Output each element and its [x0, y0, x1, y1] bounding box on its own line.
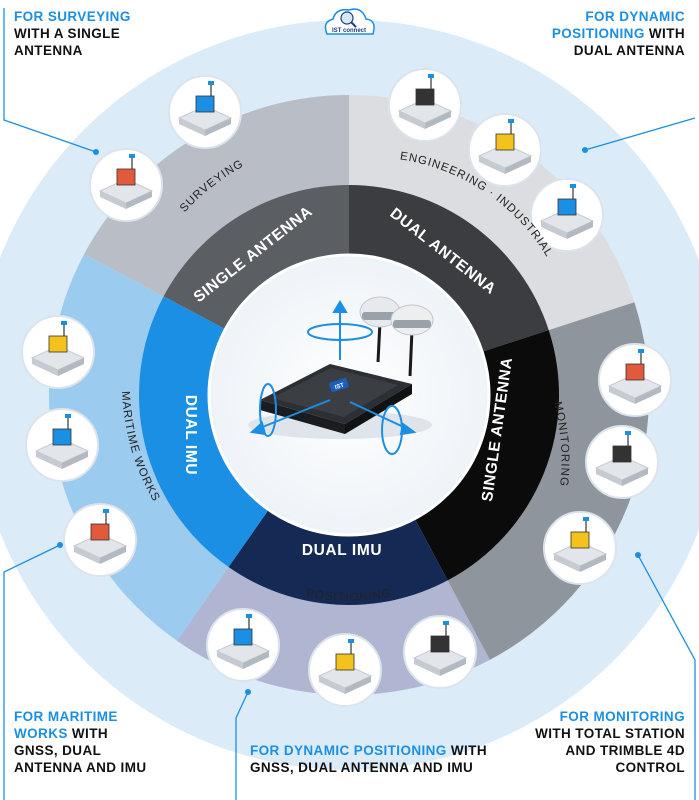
callout-dynamic-imu-text: WITH GNSS, DUAL ANTENNA AND IMU — [250, 743, 487, 775]
terrain-station-icon — [543, 511, 617, 585]
callout-monitoring-highlight: FOR MONITORING — [559, 709, 685, 724]
house-gnss-icon — [168, 75, 242, 149]
building-tilt-icon — [530, 178, 604, 252]
device-badge: IST — [334, 383, 345, 392]
boat-icon — [403, 615, 477, 689]
application-icons — [21, 68, 672, 707]
surveyor-tripod-icon — [89, 148, 163, 222]
pontoon-icon — [21, 315, 95, 389]
rail-gantry-icon — [308, 633, 382, 707]
excavator-icon — [388, 68, 462, 142]
bridge-monitoring-icon — [598, 343, 672, 417]
antenna-imu-ring — [139, 185, 559, 605]
callout-maritime-highlight: FOR MARITIME WORKS — [14, 709, 118, 741]
dredger-icon — [468, 113, 542, 187]
track-vehicle-icon — [206, 608, 280, 682]
logo-text: IST connect — [332, 28, 366, 34]
ist-connect-logo: IST connect — [324, 8, 375, 35]
segment-dual-imu-left: DUAL IMU — [182, 395, 199, 475]
antenna-icon — [359, 296, 434, 377]
segment-single-antenna-right-fill — [413, 330, 559, 581]
callout-dynamic-imu: FOR DYNAMIC POSITIONING WITH GNSS, DUAL … — [250, 742, 500, 776]
callout-maritime: FOR MARITIME WORKS WITH GNSS, DUAL ANTEN… — [14, 708, 154, 776]
ring-label-positioning: POSITIONING — [305, 588, 391, 604]
callout-surveying-highlight: FOR SURVEYING — [14, 9, 131, 24]
callout-surveying-text: WITH A SINGLE ANTENNA — [14, 26, 121, 58]
callout-lines — [3, 8, 696, 800]
segment-dual-imu-bottom-fill — [228, 508, 448, 605]
barge-icon — [63, 503, 137, 577]
harbor-crane-icon — [25, 408, 99, 482]
segment-dual-imu-left-fill — [139, 296, 270, 568]
segment-dual-antenna-fill — [349, 185, 549, 353]
callout-maritime-text: WITH GNSS, DUAL ANTENNA AND IMU — [14, 726, 147, 775]
callout-dynamic-dual-antenna-highlight: FOR DYNAMIC POSITIONING — [551, 9, 685, 41]
ring-sector-engineering — [349, 95, 635, 331]
callout-dynamic-dual-antenna-text: WITH DUAL ANTENNA — [573, 26, 685, 58]
callout-surveying: FOR SURVEYING WITH A SINGLE ANTENNA — [14, 8, 164, 59]
ring-sector-monitoring — [446, 302, 650, 660]
callout-dynamic-imu-highlight: FOR DYNAMIC POSITIONING — [250, 743, 447, 758]
station-pillar-icon — [585, 425, 659, 499]
segment-single-antenna-top-fill — [163, 185, 349, 331]
callout-monitoring: FOR MONITORING WITH TOTAL STATION AND TR… — [525, 708, 685, 776]
segment-dual-imu-bottom: DUAL IMU — [302, 542, 382, 559]
rotation-arrows-icon — [249, 300, 417, 455]
callout-dynamic-dual-antenna: FOR DYNAMIC POSITIONING WITH DUAL ANTENN… — [515, 8, 685, 59]
callout-monitoring-text: WITH TOTAL STATION AND TRIMBLE 4D CONTRO… — [535, 726, 685, 775]
svg-text:POSITIONING: POSITIONING — [305, 588, 392, 604]
ring-sector-surveying — [84, 95, 349, 298]
